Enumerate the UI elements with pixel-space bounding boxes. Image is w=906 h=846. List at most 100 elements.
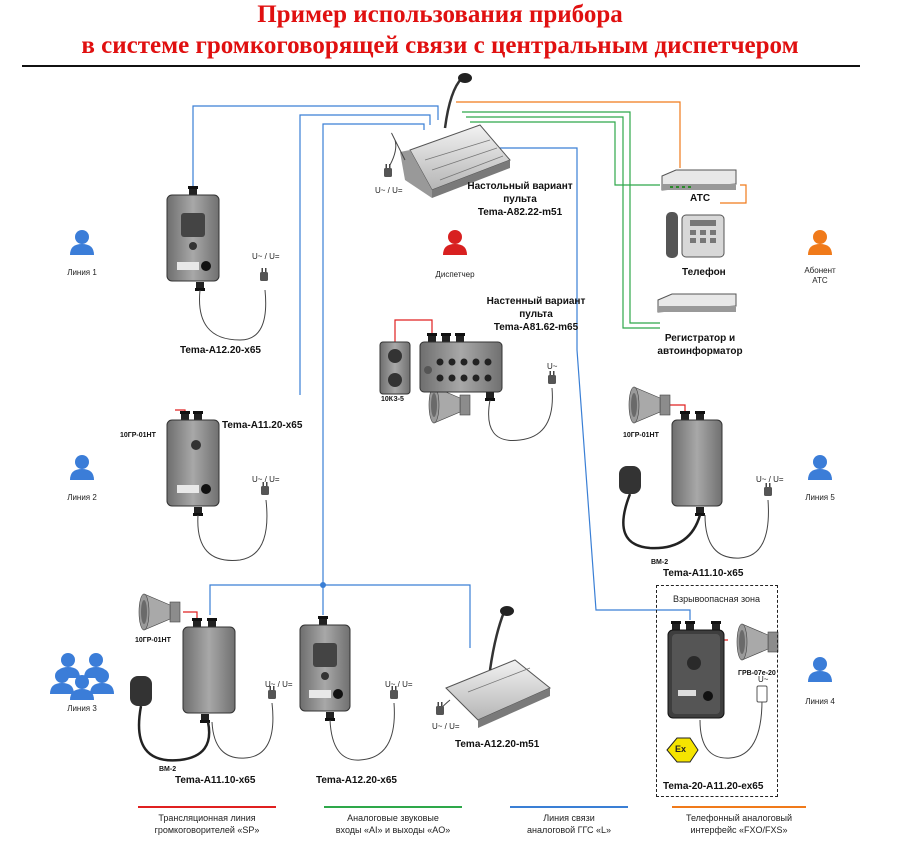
- desk-console-label-l3: Tema-A82.22-m51: [477, 207, 563, 218]
- recorder-label: Регистратор и автоинформатор: [657, 332, 742, 358]
- device-ex: [667, 621, 725, 719]
- power-right-label: U~ / U=: [756, 475, 784, 484]
- ggs-junction: [320, 582, 326, 588]
- ats-device: [661, 169, 737, 191]
- dispatcher-icon: [443, 230, 467, 255]
- legend-bar-phone: [672, 806, 806, 808]
- plug-m51: [436, 702, 444, 715]
- horn-ex-label: ГРВ-07е-20: [738, 670, 776, 677]
- subscriber-icon: [808, 230, 832, 255]
- person-line5-icon: [808, 455, 832, 480]
- legend-analog: Аналоговые звуковые входы «AI» и выходы …: [314, 812, 472, 836]
- power-m51-label: U~ / U=: [432, 722, 460, 731]
- title-divider: [22, 65, 860, 67]
- legend-phone: Телефонный аналоговый интерфейс «FXO/FXS…: [664, 812, 814, 836]
- key-10k3-label: 10КЗ-5: [381, 396, 404, 403]
- legend-ggs-l1: Линия связи: [543, 813, 595, 823]
- ex-device-label: Tema-20-A11.20-ex65: [663, 781, 764, 792]
- line4-label: Линия 4: [805, 697, 835, 706]
- horn2-label: 10ГР-01НТ: [623, 432, 659, 439]
- power-supply-ex: [756, 685, 768, 703]
- a1110-bottom-label: Tema-A11.10-x65: [175, 775, 256, 786]
- person-line2-icon: [70, 455, 94, 480]
- plug-wall: [548, 371, 556, 384]
- a1220-bottom-label: Tema-A12.20-x65: [316, 775, 397, 786]
- power-desk-label: U~ / U=: [375, 186, 403, 195]
- recorder-label-l1: Регистратор и: [664, 333, 736, 344]
- device-a1110-right: [671, 411, 723, 516]
- recorder-label-l2: автоинформатор: [657, 346, 743, 357]
- line5-label: Линия 5: [805, 493, 835, 502]
- legend-ggs: Линия связи аналоговой ГГС «L»: [495, 812, 643, 836]
- mic2-label: ВМ-2: [159, 766, 177, 773]
- subscriber-label-l1: Абонент: [804, 266, 836, 275]
- diagram-title-line1: Пример использования прибора: [257, 1, 623, 28]
- legend-sp-l1: Трансляционная линия: [158, 813, 256, 823]
- horn-2: [628, 386, 671, 424]
- phone-label: Телефон: [682, 267, 726, 278]
- m51-label: Tema-A12.20-m51: [455, 739, 540, 750]
- wall-console-label: Настенный вариант пульта Tema-A81.62-m65: [487, 295, 586, 334]
- device-a1120: [166, 411, 220, 516]
- person-line1-icon: [70, 230, 94, 255]
- horn3-label: 10ГР-01НТ: [135, 637, 171, 644]
- wall-console-label-l1: Настенный вариант: [486, 296, 586, 307]
- mic1-label: ВМ-2: [651, 559, 669, 566]
- person-group-line3-icon: [50, 653, 114, 700]
- horn-3: [138, 593, 181, 631]
- wall-console-label-l2: пульта: [519, 309, 553, 320]
- legend-analog-l1: Аналоговые звуковые: [347, 813, 439, 823]
- desk-console-a82: [400, 73, 511, 198]
- plug-right: [764, 483, 772, 496]
- line3-label: Линия 3: [67, 704, 97, 713]
- legend-phone-l1: Телефонный аналоговый: [685, 813, 792, 823]
- phone-device: [666, 212, 725, 258]
- desk-console-label: Настольный вариант пульта Tema-A82.22-m5…: [467, 180, 572, 219]
- diagram-title-line2: в системе громкоговорящей связи с центра…: [81, 32, 799, 59]
- legend-sp: Трансляционная линия громкоговорителей «…: [128, 812, 286, 836]
- mic-vm2-bottom: [130, 676, 211, 762]
- legend-bar-analog: [324, 806, 462, 808]
- power-a1220-label: U~ / U=: [252, 252, 280, 261]
- hazardous-zone: [656, 585, 778, 797]
- legend-phone-l2: интерфейс «FXO/FXS»: [690, 825, 788, 835]
- device-a1220-top: [166, 186, 220, 291]
- recorder-device: [657, 293, 737, 313]
- desk-console-label-l1: Настольный вариант: [467, 181, 573, 192]
- power-a1120-label: U~ / U=: [252, 475, 280, 484]
- dispatcher-label: Диспетчер: [435, 270, 475, 279]
- legend-bar-ggs: [510, 806, 628, 808]
- device-a1110-bottom: [182, 618, 236, 723]
- ex-hazard-mark: [666, 737, 699, 763]
- legend-sp-l2: громкоговорителей «SP»: [154, 825, 260, 835]
- mic-vm2-right: [619, 466, 702, 550]
- subscriber-label: Абонент АТС: [804, 266, 835, 286]
- ats-label: АТС: [690, 193, 711, 204]
- power-wall-label: U~: [547, 362, 558, 371]
- wall-console-label-l3: Tema-A81.62-m65: [493, 322, 579, 333]
- person-line4-icon: [808, 657, 832, 682]
- ex-mark-label: Ex: [675, 744, 687, 754]
- line1-label: Линия 1: [67, 268, 97, 277]
- subscriber-label-l2: АТС: [812, 276, 828, 285]
- horn1-label: 10ГР-01НТ: [120, 432, 156, 439]
- analog-lines: [462, 111, 660, 329]
- power-ex-label: U~: [758, 675, 769, 684]
- zone-label: Взрывоопасная зона: [673, 594, 761, 604]
- plug-desk: [384, 164, 392, 177]
- legend-analog-l2: входы «AI» и выходы «AO»: [335, 825, 451, 835]
- line2-label: Линия 2: [67, 493, 97, 502]
- phone-lines: [456, 101, 747, 204]
- a1110-right-label: Tema-A11.10-x65: [663, 568, 744, 579]
- plug-a1220: [260, 268, 268, 281]
- device-a1220-bottom: [299, 616, 351, 721]
- wall-console-a81: [419, 333, 503, 401]
- desk-console-label-l2: пульта: [503, 194, 537, 205]
- ggs-lines: [192, 105, 691, 648]
- key-10k3-5: [379, 341, 411, 395]
- a1220-top-label: Tema-A12.20-x65: [180, 345, 261, 356]
- desk-console-m51: [445, 606, 551, 728]
- a1120-label: Tema-A11.20-x65: [222, 420, 303, 431]
- legend-ggs-l2: аналоговой ГГС «L»: [526, 825, 611, 835]
